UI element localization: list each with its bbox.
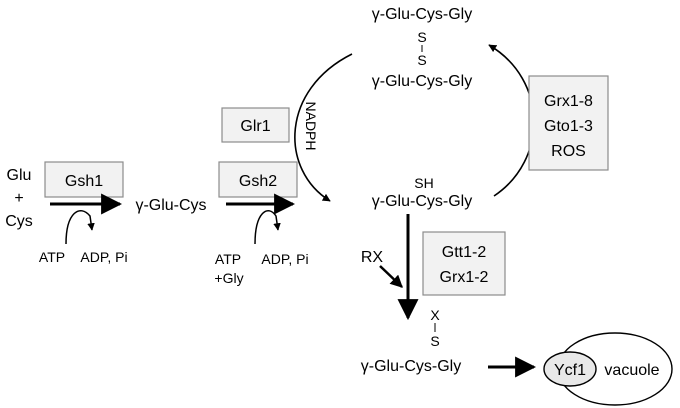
gssg-top-label: γ-Glu-Cys-Gly bbox=[372, 6, 472, 23]
glr1-box bbox=[221, 107, 290, 143]
grx1-8-label: Grx1-8 bbox=[544, 93, 593, 110]
grx1-2-label: Grx1-2 bbox=[440, 269, 489, 286]
adp-pi-label-2: ADP, Pi bbox=[261, 251, 308, 267]
vacuole-label: vacuole bbox=[604, 362, 659, 379]
gsh1-box bbox=[44, 161, 124, 198]
cys-label: Cys bbox=[5, 213, 33, 230]
gto1-3-label: Gto1-3 bbox=[544, 118, 593, 135]
gsh1-label: Gsh1 bbox=[65, 173, 103, 190]
conjugate-s-label: S bbox=[430, 333, 439, 349]
gssg-sulfur-2: S bbox=[417, 52, 426, 68]
adp-pi-label-1: ADP, Pi bbox=[80, 249, 127, 265]
glu-cys-label: γ-Glu-Cys bbox=[135, 197, 206, 214]
ros-label: ROS bbox=[551, 143, 586, 160]
gsh-label: γ-Glu-Cys-Gly bbox=[372, 193, 472, 210]
plus-sign: + bbox=[14, 190, 23, 207]
gsh2-box bbox=[218, 161, 298, 198]
glr1-label: Glr1 bbox=[240, 118, 270, 135]
rx-input-arrow-icon bbox=[379, 265, 403, 288]
reduction-arrow-icon bbox=[294, 53, 353, 202]
gsh-sulfhydryl: SH bbox=[414, 175, 433, 191]
nadph-label: NADPH bbox=[303, 101, 319, 150]
gtt-grx-box bbox=[422, 231, 506, 296]
atp-consumption-arrow-1-icon bbox=[65, 210, 95, 245]
gssg-bottom-label: γ-Glu-Cys-Gly bbox=[372, 73, 472, 90]
gtt1-2-label: Gtt1-2 bbox=[442, 244, 487, 261]
atp-label-1: ATP bbox=[39, 249, 65, 265]
conjugate-label: γ-Glu-Cys-Gly bbox=[361, 358, 461, 375]
grx-gto-ros-box bbox=[528, 75, 609, 171]
gssg-sulfur-1: S bbox=[417, 29, 426, 45]
atp-label-2: ATP bbox=[215, 251, 241, 267]
glu-label: Glu bbox=[7, 167, 32, 184]
oxidation-arrow-icon bbox=[488, 44, 535, 197]
gsh2-label: Gsh2 bbox=[239, 173, 277, 190]
gly-label: +Gly bbox=[214, 270, 243, 286]
ycf1-transporter bbox=[543, 351, 597, 387]
atp-consumption-arrow-2-icon bbox=[254, 210, 281, 245]
rx-label: RX bbox=[361, 249, 384, 266]
conjugate-x-label: X bbox=[430, 307, 440, 323]
ycf1-label: Ycf1 bbox=[554, 362, 586, 379]
